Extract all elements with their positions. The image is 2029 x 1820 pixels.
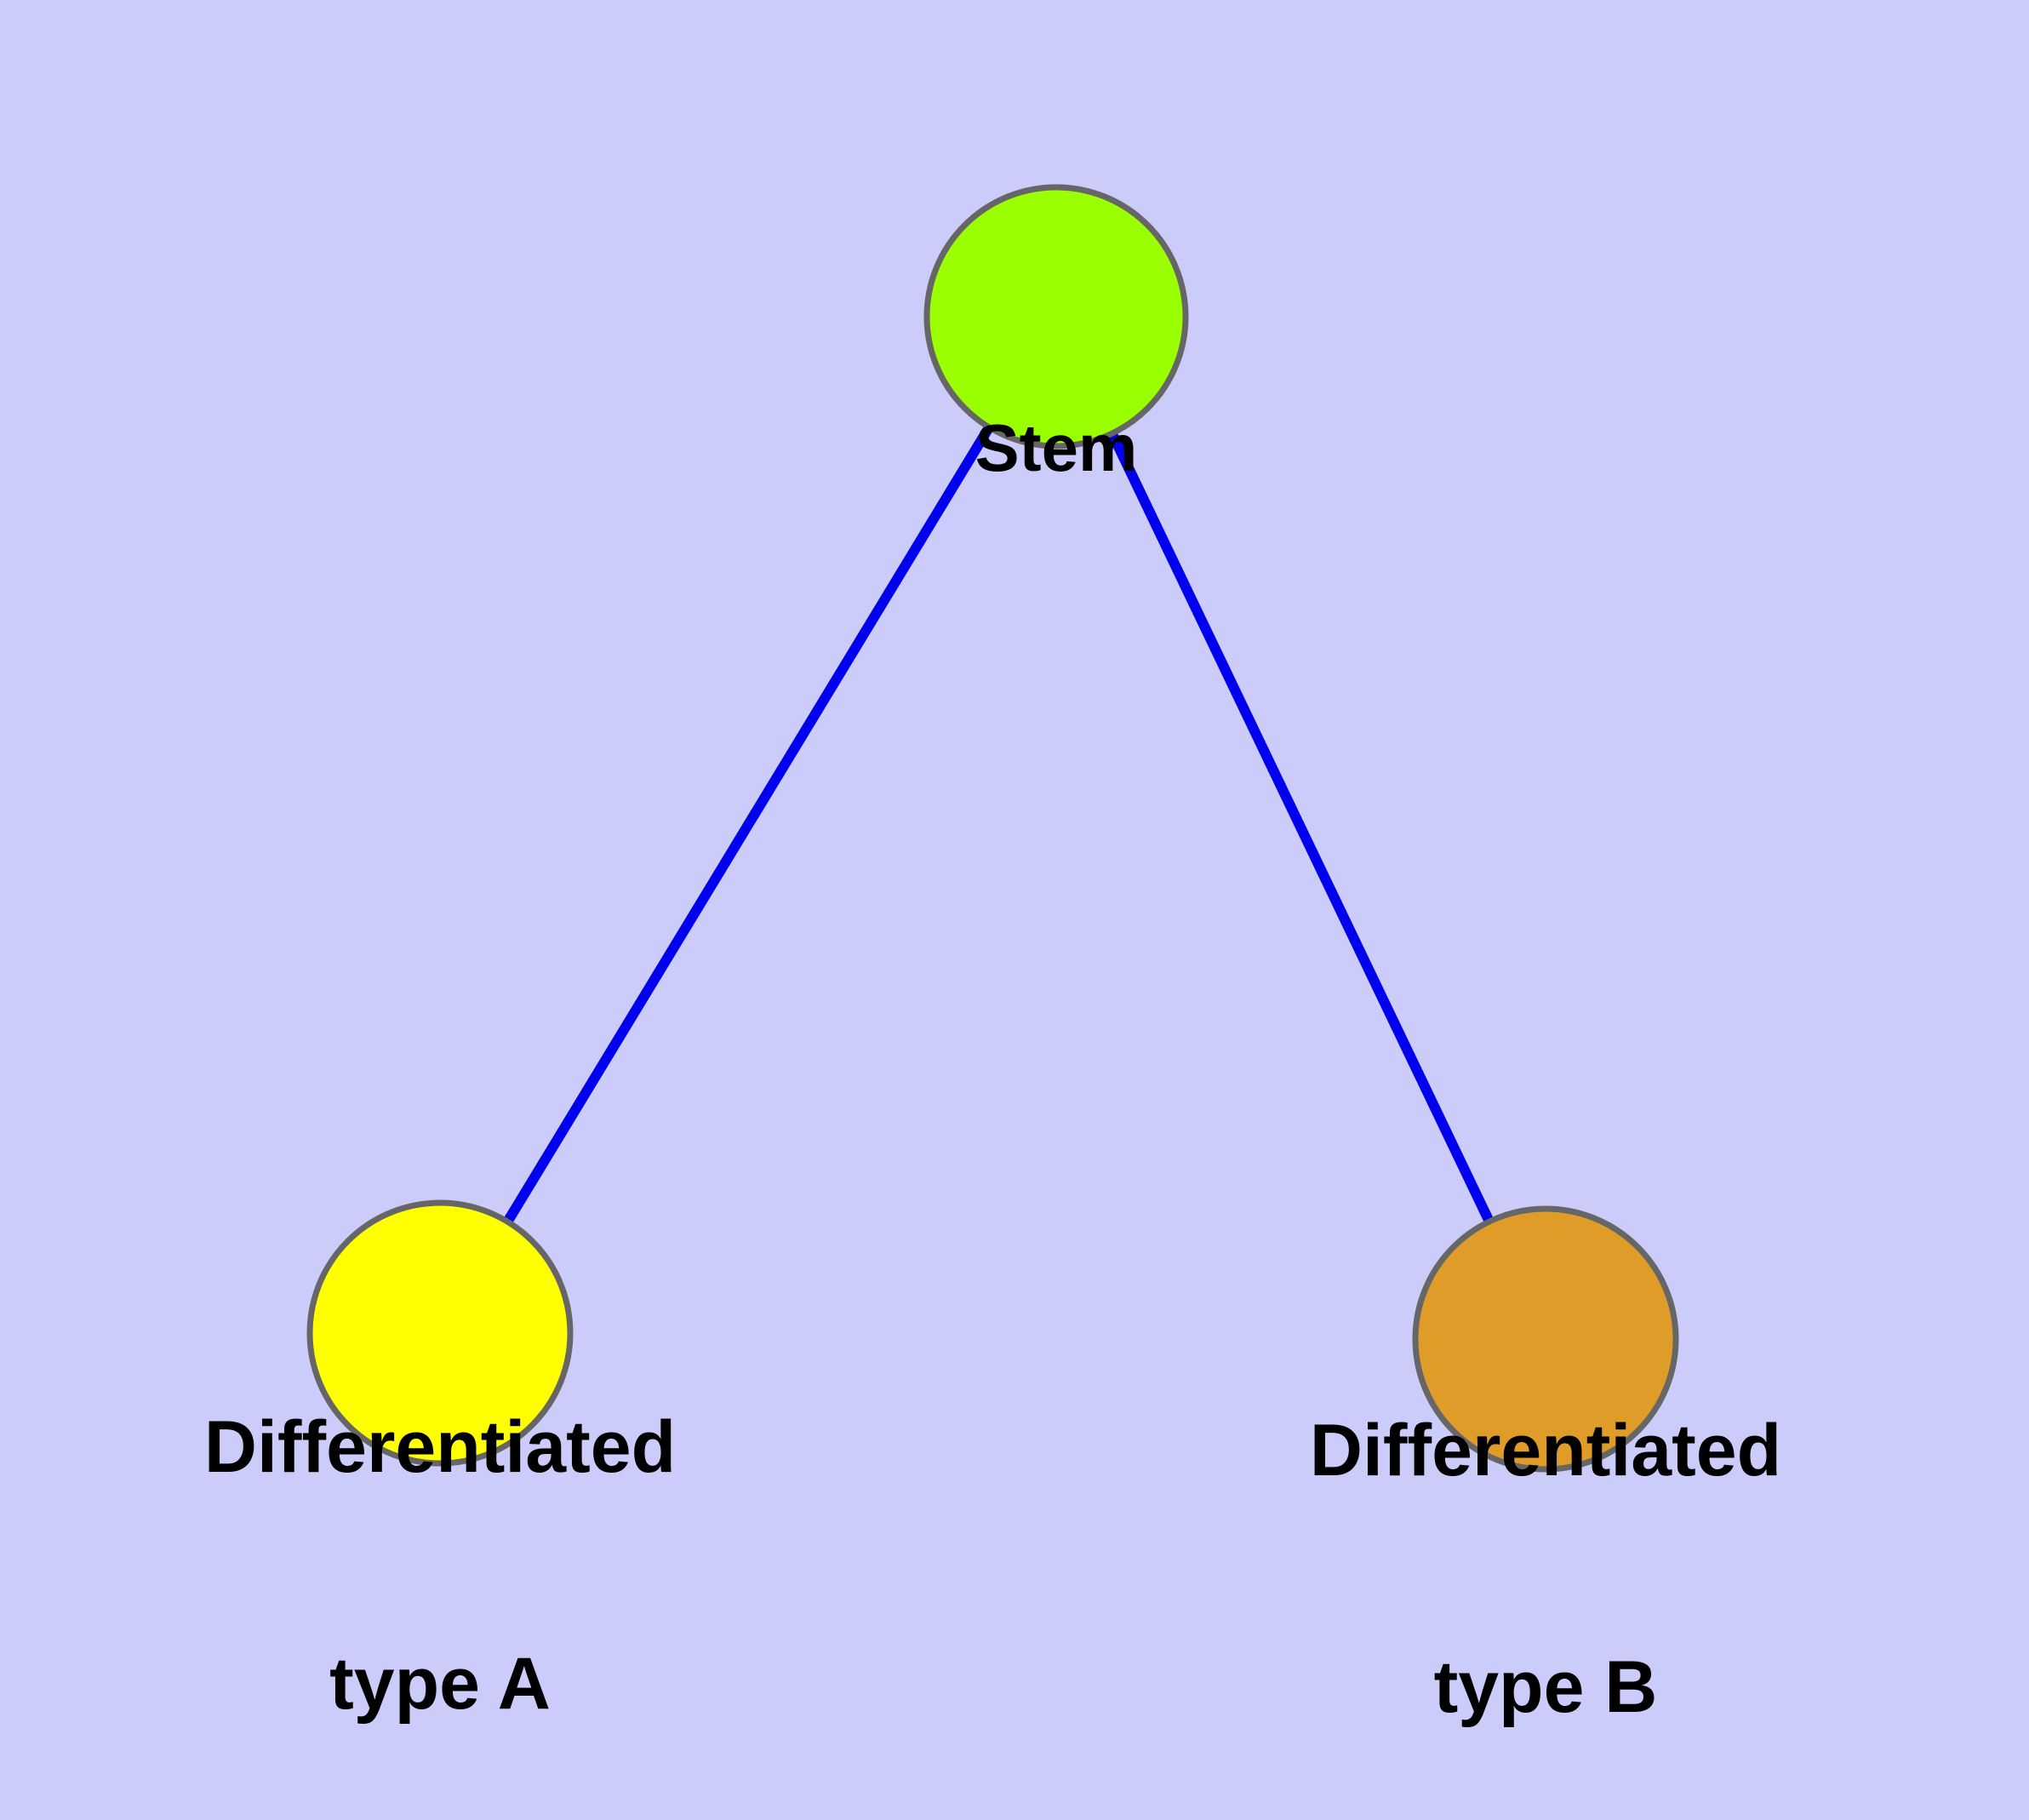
edge-stem-to-differentiated-type-a[interactable]	[503, 424, 994, 1225]
edges-group	[503, 424, 1495, 1225]
node-differentiated-type-a[interactable]	[306, 1199, 574, 1467]
nodes-group	[306, 184, 1679, 1473]
edge-stem-to-differentiated-type-b[interactable]	[1107, 431, 1495, 1224]
node-differentiated-type-b[interactable]	[1412, 1205, 1679, 1473]
node-stem[interactable]	[923, 184, 1189, 449]
